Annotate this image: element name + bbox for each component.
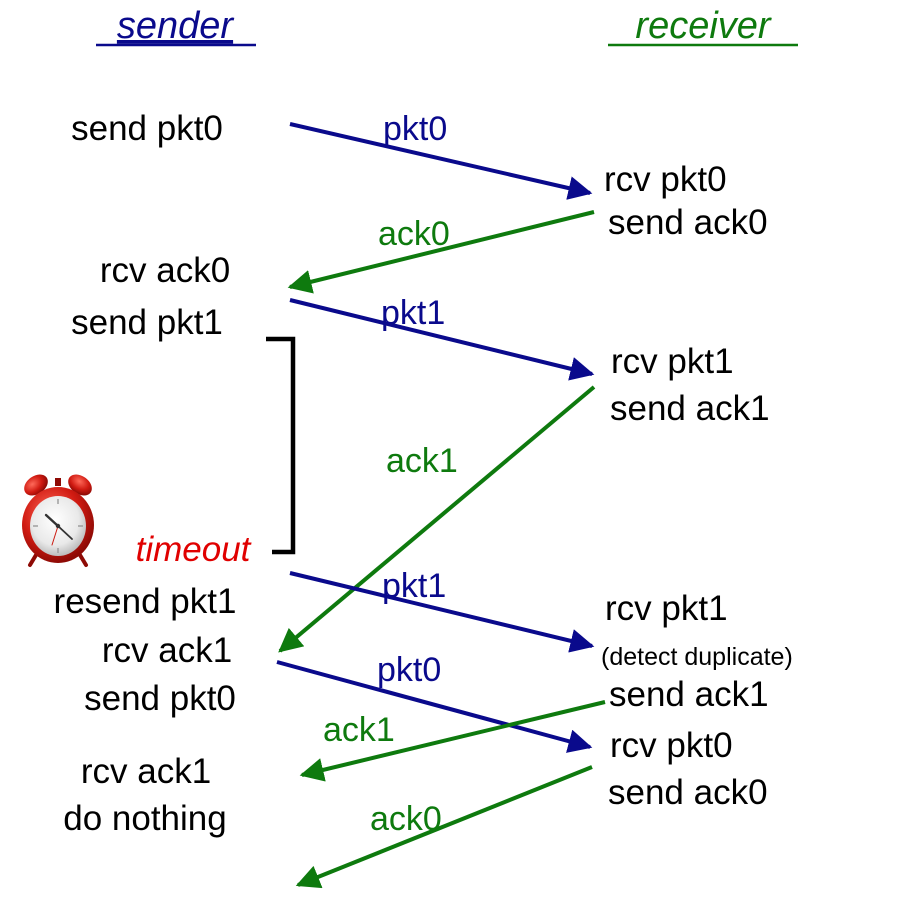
message-arrow-ack0 — [287, 210, 595, 294]
alarm-clock-icon — [22, 474, 94, 567]
timeout-bracket — [266, 336, 296, 555]
receiver-event-rcv-pkt1-dup: rcv pkt1 — [605, 589, 728, 628]
sender-event-send-pkt0: send pkt0 — [71, 109, 223, 148]
message-label-pkt0-second: pkt0 — [377, 651, 441, 689]
message-arrow-pkt1-resend — [289, 571, 595, 653]
sender-event-send-pkt1: send pkt1 — [71, 303, 223, 342]
sender-event-resend-pkt1: resend pkt1 — [54, 582, 237, 621]
receiver-event-rcv-pkt0-second: rcv pkt0 — [610, 726, 733, 765]
receiver-event-send-ack0: send ack0 — [608, 203, 768, 242]
sender-event-do-nothing: do nothing — [63, 799, 226, 838]
receiver-event-rcv-pkt1: rcv pkt1 — [611, 342, 734, 381]
message-label-ack0: ack0 — [378, 215, 450, 253]
message-arrow-pkt0 — [289, 122, 593, 200]
message-arrow-pkt1 — [289, 298, 595, 381]
message-arrow-ack1 — [299, 700, 606, 782]
message-label-pkt1-resend: pkt1 — [382, 567, 446, 605]
sender-event-send-pkt0-second: send pkt0 — [84, 679, 236, 718]
receiver-event-send-ack1: send ack1 — [610, 389, 770, 428]
message-label-ack0-second: ack0 — [370, 800, 442, 838]
sender-event-timeout: timeout — [136, 530, 252, 569]
receiver-header: receiver — [635, 5, 771, 47]
sender-header: sender — [117, 5, 235, 47]
message-label-pkt0: pkt0 — [383, 110, 447, 148]
receiver-event-send-ack0-second: send ack0 — [608, 773, 768, 812]
message-arrow-ack1-delayed — [278, 385, 596, 653]
sender-event-rcv-ack1: rcv ack1 — [102, 631, 232, 670]
message-label-ack1-delayed: ack1 — [386, 442, 458, 480]
message-label-ack1: ack1 — [323, 711, 395, 749]
sender-event-rcv-ack0: rcv ack0 — [100, 251, 230, 290]
message-arrow-ack0-second — [295, 765, 593, 889]
sender-event-rcv-ack1-dup: rcv ack1 — [81, 752, 211, 791]
receiver-event-detect-duplicate: (detect duplicate) — [601, 643, 793, 671]
message-arrow-pkt0-second — [276, 660, 593, 753]
message-label-pkt1: pkt1 — [381, 294, 445, 332]
receiver-event-rcv-pkt0: rcv pkt0 — [604, 160, 727, 199]
receiver-event-send-ack1-dup: send ack1 — [609, 675, 769, 714]
